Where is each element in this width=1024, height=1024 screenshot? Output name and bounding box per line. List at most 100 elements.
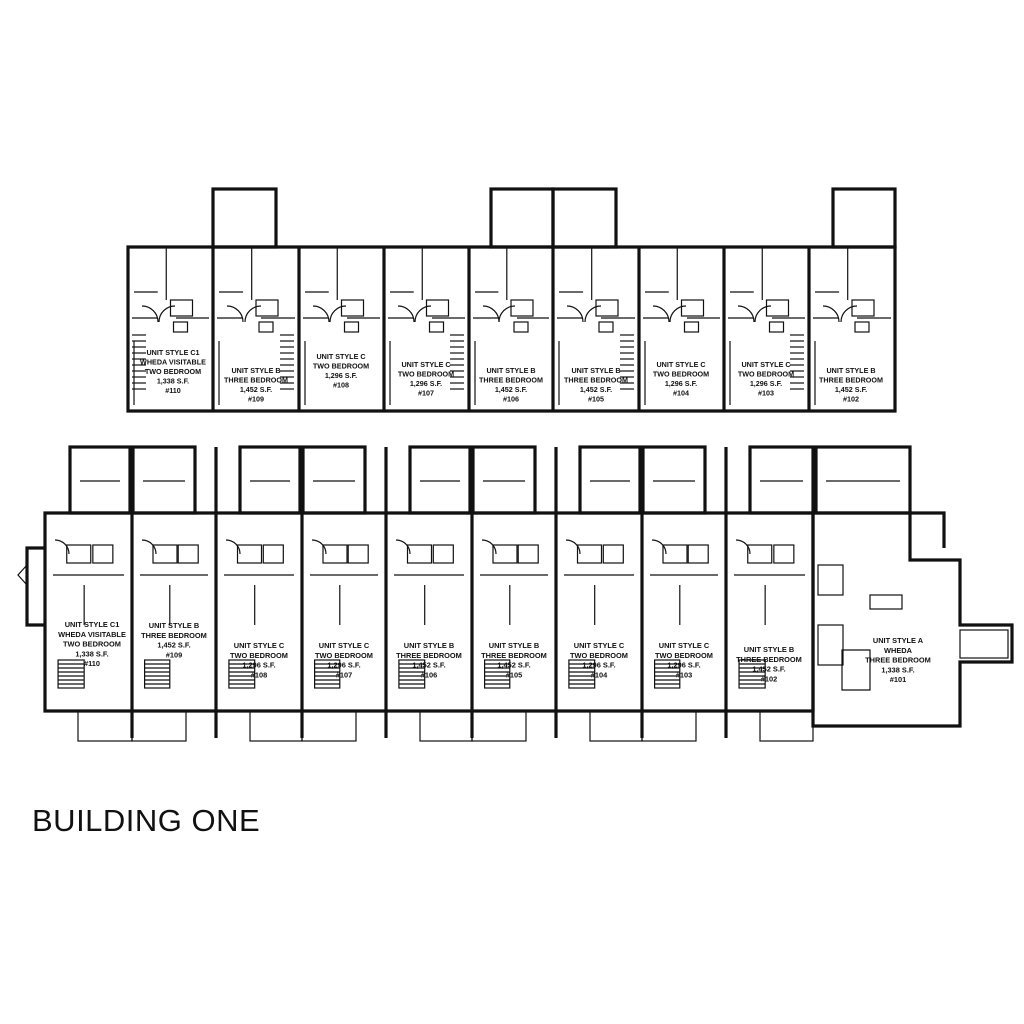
lower-unit-label-line: UNIT STYLE C (319, 641, 370, 650)
upper-door-swing (566, 305, 584, 323)
upper-bathroom-fixture (510, 299, 534, 317)
lower-kitchen-fixture (576, 544, 603, 564)
lower-bath-fixture (177, 544, 199, 564)
upper-garage (211, 187, 278, 249)
upper-unit-label-line: 1,296 S.F. (665, 379, 697, 388)
lower-door-swing (225, 539, 241, 555)
lower-unit-label-line: #101 (890, 675, 906, 684)
upper-door-swing (312, 305, 330, 323)
lower-door-swing (311, 539, 327, 555)
upper-sink (683, 321, 700, 333)
upper-unit-label-line: UNIT STYLE C (401, 360, 450, 369)
upper-unit-label-line: 1,452 S.F. (580, 385, 612, 394)
upper-unit-label-line: #103 (758, 389, 774, 398)
upper-unit-label-line: UNIT STYLE C (656, 360, 705, 369)
upper-door-swing (158, 305, 176, 323)
unit-a-island (869, 594, 903, 610)
lower-unit-label-line: THREE BEDROOM (481, 651, 547, 660)
lower-stair (653, 659, 681, 689)
upper-unit-label-line: TWO BEDROOM (653, 370, 709, 379)
lower-unit-label-line: 1,452 S.F. (752, 665, 785, 674)
upper-unit-label-line: #108 (333, 381, 349, 390)
upper-door-swing (737, 305, 755, 323)
lower-door-swing (395, 539, 411, 555)
lower-unit-label-line: 1,452 S.F. (412, 661, 445, 670)
lower-west-door (17, 564, 28, 586)
upper-door-swing (244, 305, 262, 323)
lower-door-swing (651, 539, 667, 555)
plan-fixtures (17, 247, 1009, 742)
lower-bath-fixture (602, 544, 624, 564)
lower-bath-fixture (432, 544, 454, 564)
upper-sink (598, 321, 614, 333)
upper-garage (551, 187, 618, 249)
lower-kitchen-fixture (322, 544, 348, 564)
upper-door-swing (397, 305, 415, 323)
lower-patio (77, 710, 133, 742)
lower-unit-label-line: THREE BEDROOM (396, 651, 462, 660)
upper-unit-label-line: THREE BEDROOM (564, 376, 628, 385)
lower-door-swing (565, 539, 581, 555)
upper-sink (258, 321, 274, 333)
unit-a-closet (841, 649, 871, 691)
upper-unit-label-line: UNIT STYLE C (316, 352, 365, 361)
upper-sink (343, 321, 360, 333)
lower-garage (578, 445, 642, 515)
upper-bathroom-fixture (765, 299, 790, 317)
lower-stair (144, 659, 171, 689)
lower-kitchen-fixture (66, 544, 92, 564)
unit-a-outline (811, 511, 1014, 728)
lower-garage (408, 445, 472, 515)
lower-unit-label-line: 1,296 S.F. (327, 661, 360, 670)
upper-unit-label-line: WHEDA VISITABLE (140, 358, 206, 367)
unit-a-bath (817, 624, 844, 666)
upper-bathroom-fixture (425, 299, 450, 317)
upper-door-swing (669, 305, 687, 323)
lower-unit-label-line: 1,452 S.F. (157, 641, 190, 650)
upper-door-swing (822, 305, 840, 323)
lower-floor-outline (43, 511, 815, 713)
lower-unit-label-line: THREE BEDROOM (865, 656, 931, 665)
upper-unit-label-line: UNIT STYLE B (571, 366, 620, 375)
upper-bathroom-fixture (595, 299, 619, 317)
lower-door-swing (54, 539, 70, 555)
upper-door-swing (584, 305, 602, 323)
lower-unit-label-line: UNIT STYLE C (234, 641, 285, 650)
upper-bathroom-fixture (680, 299, 705, 317)
lower-unit-label-line: TWO BEDROOM (230, 651, 288, 660)
lower-unit-label-line: TWO BEDROOM (570, 651, 628, 660)
unit-a-closet (817, 564, 844, 596)
upper-door-swing (482, 305, 500, 323)
lower-stair (57, 659, 85, 689)
lower-door-swing (481, 539, 497, 555)
lower-stair (484, 659, 511, 689)
lower-garage (131, 445, 197, 515)
lower-unit-label-line: 1,338 S.F. (75, 649, 108, 658)
upper-door-swing (329, 305, 347, 323)
upper-unit-label-line: TWO BEDROOM (313, 362, 369, 371)
lower-patio (249, 710, 303, 742)
lower-garage (748, 445, 815, 515)
upper-unit-label-line: 1,452 S.F. (835, 385, 867, 394)
unit-a-bath (959, 629, 1009, 659)
upper-unit-label-line: THREE BEDROOM (224, 376, 288, 385)
lower-unit-label-line: THREE BEDROOM (736, 655, 802, 664)
upper-unit-label-line: TWO BEDROOM (145, 367, 201, 376)
upper-unit-label-line: #104 (673, 389, 689, 398)
lower-stair (314, 659, 341, 689)
lower-bath-fixture (262, 544, 284, 564)
lower-stair (738, 659, 766, 689)
lower-unit-label-line: UNIT STYLE B (744, 645, 795, 654)
lower-unit-label-line: WHEDA (884, 646, 913, 655)
lower-unit-label-line: TWO BEDROOM (315, 651, 373, 660)
lower-unit-label-line: UNIT STYLE C (659, 641, 710, 650)
upper-door-swing (652, 305, 670, 323)
lower-patio (301, 710, 357, 742)
lower-door-swing (735, 539, 751, 555)
lower-patio (589, 710, 643, 742)
upper-bathroom-fixture (255, 299, 279, 317)
lower-patio (759, 710, 814, 742)
lower-unit-label-line: UNIT STYLE B (149, 621, 200, 630)
upper-unit-label-line: THREE BEDROOM (819, 376, 883, 385)
upper-door-swing (754, 305, 772, 323)
